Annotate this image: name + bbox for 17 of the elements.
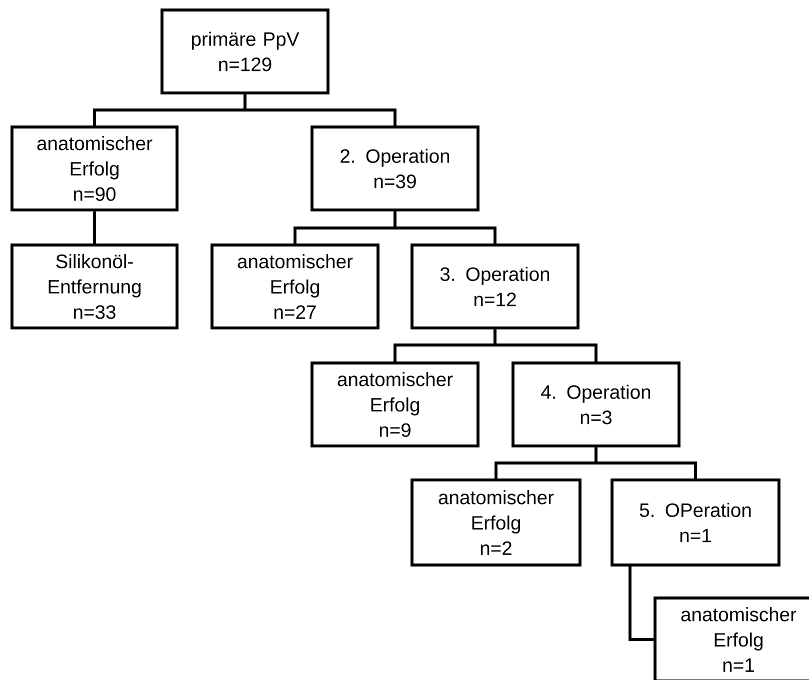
process-box: anatomischer Erfolg n=2 (410, 478, 582, 566)
process-box: 2. Operation n=39 (310, 126, 480, 212)
connector-line (394, 211, 496, 244)
process-box: anatomischer Erfolg n=27 (210, 244, 380, 330)
process-box: Silikonöl-Entfernung n=33 (10, 244, 178, 330)
connector-line (244, 94, 396, 126)
process-box: 3. Operation n=12 (410, 244, 580, 330)
connector-line (628, 566, 654, 641)
process-box: anatomischer Erfolg n=90 (10, 126, 178, 212)
connector-line (494, 329, 598, 362)
process-box: anatomischer Erfolg n=1 (654, 596, 809, 680)
connector-line (93, 211, 96, 244)
process-box: 4. Operation n=3 (512, 362, 680, 448)
connector-line (594, 447, 697, 478)
process-box: 5. OPeration n=1 (610, 478, 780, 566)
process-box: anatomischer Erfolg n=9 (310, 362, 480, 448)
process-box: primäre PpV n=129 (160, 8, 330, 94)
